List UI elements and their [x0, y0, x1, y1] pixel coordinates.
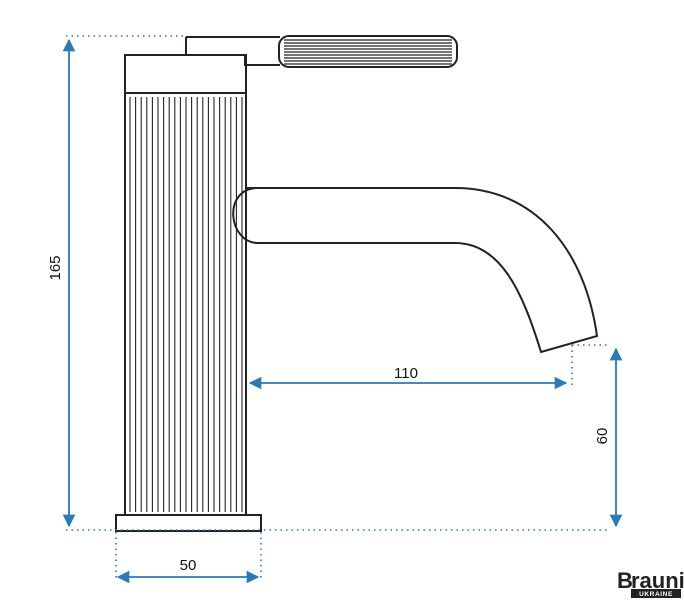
brand-logo: B rauni UKRAINE [617, 568, 684, 598]
body-fluting [129, 97, 243, 512]
base-plate [115, 514, 262, 532]
logo-brand-initial: B [617, 568, 633, 593]
handle-lever [185, 36, 280, 66]
logo-region-band [631, 589, 681, 598]
faucet-outline [115, 35, 599, 532]
dim-label-spout-reach: 110 [394, 365, 418, 382]
logo-region: UKRAINE [639, 591, 673, 598]
dim-label-base-width: 50 [180, 557, 197, 574]
dimension-lines [62, 38, 623, 584]
dim-label-spout-height: 60 [594, 428, 611, 445]
spout [232, 187, 599, 354]
dim-label-height-total: 165 [47, 255, 64, 280]
handle-grip [278, 35, 458, 68]
top-cap [124, 54, 247, 94]
handle-grip-knurling [284, 39, 452, 65]
logo-brand-rest: rauni [631, 568, 684, 593]
extension-lines [66, 35, 610, 580]
